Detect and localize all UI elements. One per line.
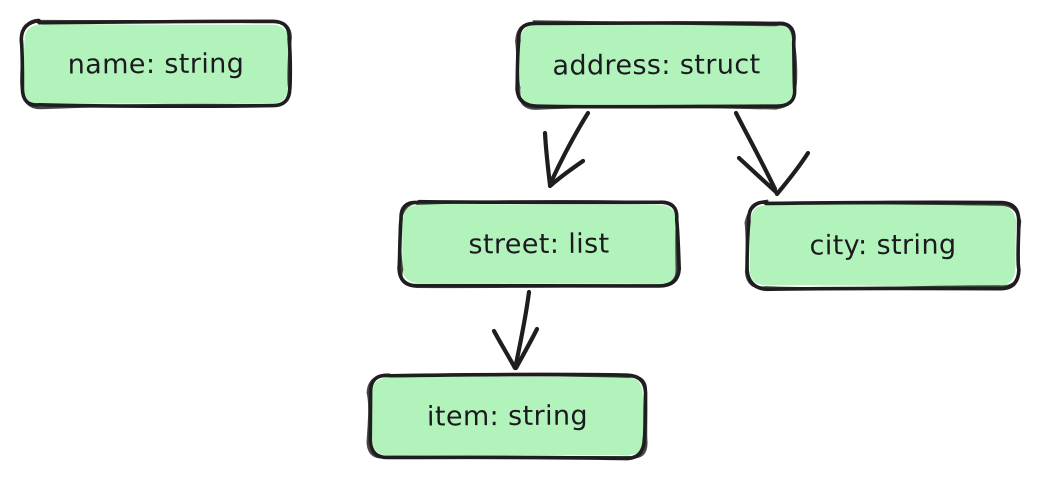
- node-outline-street: [398, 200, 679, 289]
- node-fill-city: [749, 204, 1017, 287]
- node-outline-item: [366, 373, 648, 459]
- node-fill-name: [23, 23, 289, 105]
- node-outline-address: [515, 20, 798, 110]
- edge-street-to-item[interactable]: [491, 289, 540, 371]
- node-street[interactable]: [397, 199, 682, 289]
- node-name[interactable]: [19, 18, 293, 110]
- node-fill-address: [519, 23, 794, 106]
- node-outline-city: [744, 199, 1022, 290]
- edge-address-to-city[interactable]: [733, 110, 811, 197]
- node-outline-item: [368, 372, 648, 461]
- edge-address-to-street[interactable]: [542, 110, 591, 189]
- node-fill-item: [371, 376, 644, 456]
- node-city[interactable]: [744, 199, 1022, 292]
- node-item[interactable]: [366, 372, 648, 461]
- node-address[interactable]: [515, 20, 798, 110]
- node-outline-name: [19, 18, 292, 110]
- node-fill-street: [401, 203, 677, 284]
